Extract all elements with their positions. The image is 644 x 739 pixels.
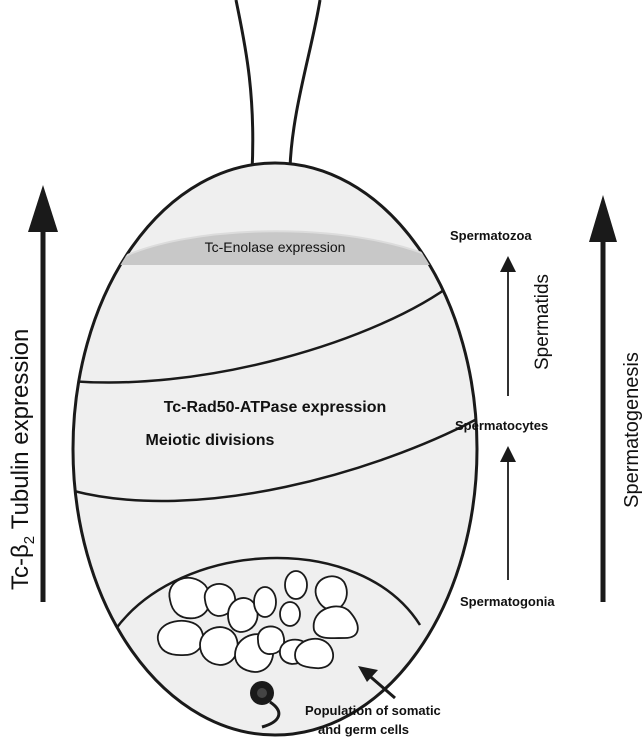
cyst-tail [250,681,281,729]
spermatocytes-arrow [500,446,516,580]
population-arrow [358,666,396,700]
meiotic-label: Meiotic divisions [146,432,275,449]
boundary-line-2 [73,418,476,503]
enolase-label: Tc-Enolase expression [205,239,346,255]
population-label-line2: and germ cells [318,722,409,737]
germ-cells [157,570,359,673]
spermatogenesis-label: Spermatogenesis [621,352,643,508]
spermatids-label: Spermatids [532,274,553,370]
spermatids-arrow [500,256,516,396]
spermatogonia-label: Spermatogonia [460,594,555,609]
tubulin-label: Tc-β2 Tubulin expression [7,329,38,590]
tubulin-arrow [28,185,58,602]
enolase-band [108,231,448,265]
efferent-duct [234,0,322,173]
spermatocytes-label: Spermatocytes [455,418,548,433]
population-label-line1: Population of somatic [305,703,441,718]
boundary-line-1 [73,281,456,384]
spermatozoa-label: Spermatozoa [450,228,532,243]
rad50-label: Tc-Rad50-ATPase expression [164,399,387,416]
spermatogenesis-arrow [589,195,617,602]
spermatogonia-region [113,556,422,631]
